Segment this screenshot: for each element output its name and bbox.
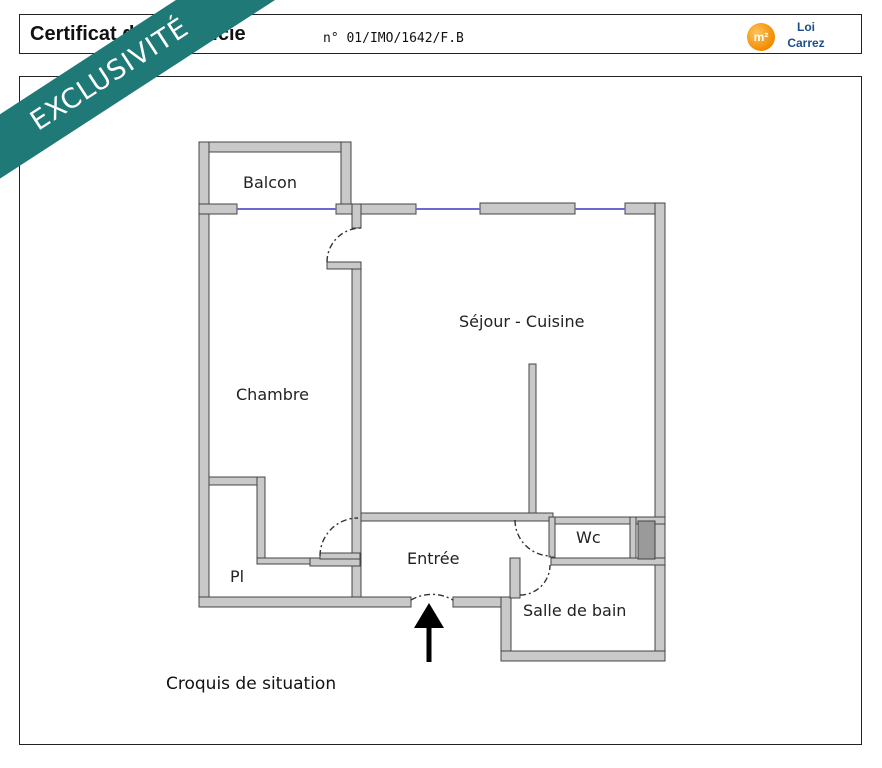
wall (256, 557, 318, 565)
door-swing (326, 227, 362, 263)
wall (509, 557, 521, 599)
wall (654, 202, 666, 662)
m2-logo-icon: m² (747, 23, 775, 51)
wall (528, 363, 537, 514)
door-swing (514, 519, 552, 557)
wall (351, 267, 362, 599)
header-reference: n° 01/IMO/1642/F.B (323, 31, 464, 46)
wall (340, 141, 352, 215)
wall (326, 261, 362, 270)
logo-text-carrez: Carrez (787, 36, 825, 50)
room-label-wc: Wc (576, 528, 601, 547)
wall (479, 202, 576, 215)
room-label-salle-de-bain: Salle de bain (523, 601, 626, 620)
plan-frame (19, 76, 862, 745)
room-label-entree: Entrée (407, 549, 459, 568)
wall (629, 516, 637, 563)
exclusivite-ribbon: EXCLUSIVITÉ (0, 0, 300, 200)
room-label-chambre: Chambre (236, 385, 309, 404)
wall (198, 596, 412, 608)
wall (335, 203, 417, 215)
room-label-balcon: Balcon (243, 173, 297, 192)
logo-text-loi: Loi (797, 20, 815, 34)
ribbon-text: EXCLUSIVITÉ (0, 0, 276, 196)
wall (319, 552, 361, 560)
wall (550, 557, 666, 566)
wc-tank (637, 520, 656, 560)
door-swing (519, 564, 551, 596)
wall (500, 650, 666, 662)
wall (360, 512, 554, 522)
entrance-arrow-icon (414, 603, 444, 662)
plan-caption: Croquis de situation (166, 674, 337, 694)
wall (256, 476, 266, 563)
wall (548, 516, 556, 558)
room-label-pl: Pl (230, 567, 244, 586)
wall (198, 203, 238, 215)
loi-carrez-logo: m² Loi Carrez (747, 18, 847, 52)
door-swing (319, 517, 359, 557)
door-swing (410, 593, 454, 601)
wall (351, 203, 362, 229)
room-label-sejour: Séjour - Cuisine (459, 312, 584, 331)
